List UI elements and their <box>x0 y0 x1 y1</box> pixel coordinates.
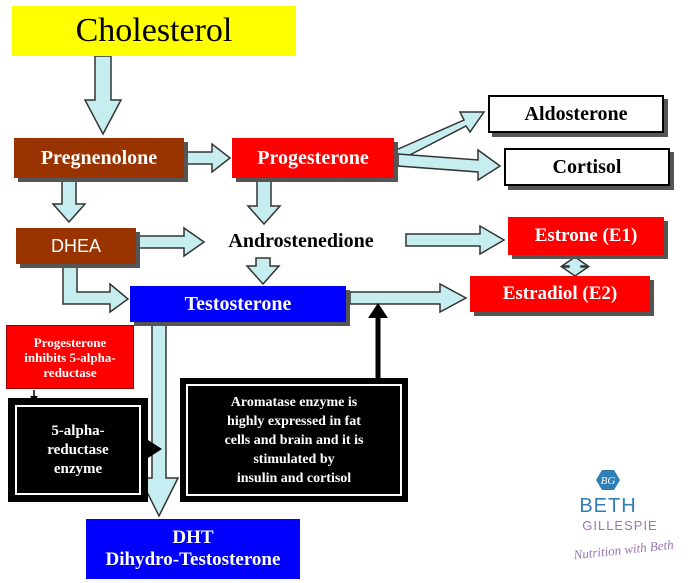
node-androstenedione: Androstenedione <box>228 229 374 252</box>
node-dhea: DHEA <box>16 228 136 264</box>
arrow-testosterone-dht <box>138 323 180 518</box>
arrow-androstenedione-estrone <box>405 224 506 256</box>
node-dht: DHT Dihydro-Testosterone <box>86 519 300 579</box>
arrow-dhea-androstenedione <box>137 226 206 258</box>
logo-hexagon-icon <box>596 470 620 490</box>
node-pregnenolone: Pregnenolone <box>14 138 184 178</box>
node-testosterone: Testosterone <box>130 286 346 322</box>
note-alpha-reductase: 5-alpha- reductase enzyme <box>8 398 148 502</box>
node-cortisol: Cortisol <box>504 148 670 186</box>
node-estradiol: Estradiol (E2) <box>470 276 650 312</box>
logo-name: BETH <box>579 495 636 517</box>
note-alpha-reductase-text: 5-alpha- reductase enzyme <box>15 405 141 495</box>
arrow-androstenedione-testosterone <box>245 257 281 286</box>
arrow-progesterone-cortisol <box>397 148 502 182</box>
brand-logo: BG BETH GILLESPIE Nutrition with Beth <box>572 470 674 563</box>
note-progesterone-inhibits: Progesterone inhibits 5-alpha- reductase <box>6 325 134 389</box>
note-aromatase: Aromatase enzyme is highly expressed in … <box>180 378 408 502</box>
logo-tagline: Nutrition with Beth <box>572 537 674 563</box>
arrow-progesterone-aldosterone <box>395 111 486 162</box>
node-progesterone: Progesterone <box>232 138 394 178</box>
arrow-dhea-testosterone <box>62 265 130 314</box>
node-estrone: Estrone (E1) <box>508 217 664 255</box>
arrow-testosterone-estradiol <box>349 282 468 314</box>
note-aromatase-text: Aromatase enzyme is highly expressed in … <box>186 384 402 496</box>
node-cholesterol: Cholesterol <box>12 6 296 56</box>
arrow-estrone-estradiol <box>559 256 591 277</box>
arrow-progesterone-androstenedione <box>246 179 282 226</box>
logo-surname: GILLESPIE <box>582 518 657 533</box>
node-aldosterone: Aldosterone <box>488 95 664 133</box>
logo-monogram: BG <box>601 475 616 487</box>
arrow-pregnenolone-dhea <box>51 179 87 224</box>
arrow-pregnenolone-progesterone <box>185 142 232 174</box>
arrow-cholesterol-pregnenolone <box>83 55 123 136</box>
